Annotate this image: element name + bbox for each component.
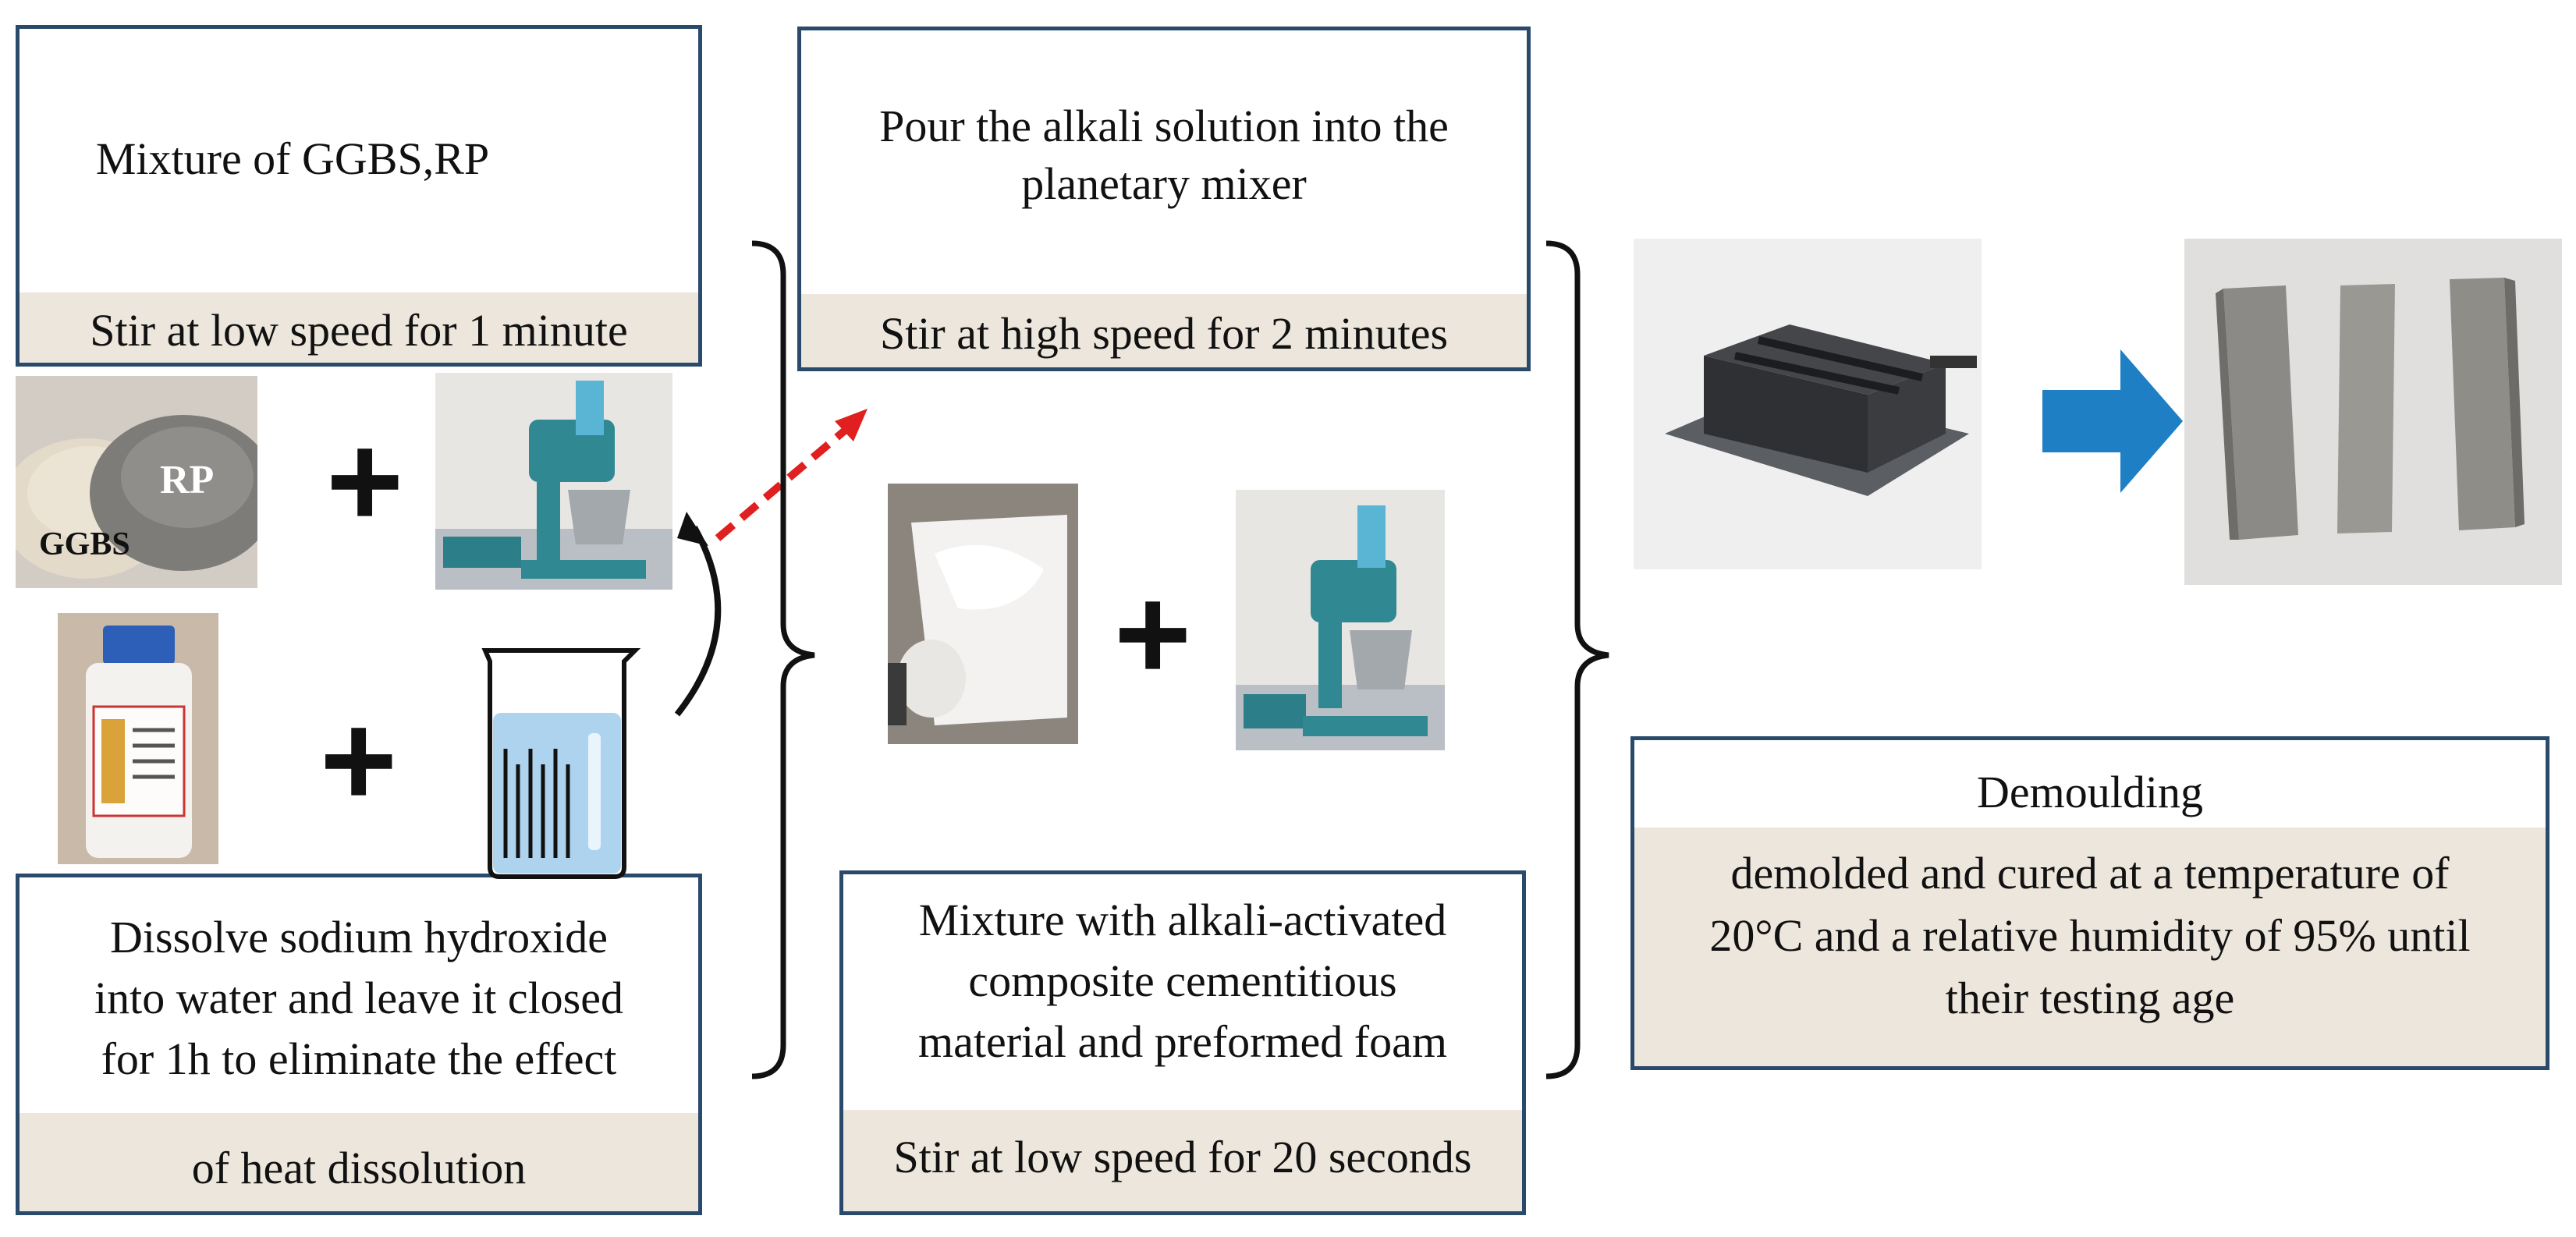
step-action: Stir at high speed for 2 minutes [879, 308, 1449, 359]
step-box-dissolve: Dissolve sodium hydroxide into water and… [16, 874, 702, 1215]
rp-label: RP [160, 458, 215, 502]
ggbs-label: GGBS [39, 526, 130, 562]
specimens-photo [2184, 239, 2562, 585]
blue-arrow [2042, 349, 2183, 493]
water-beaker-icon [471, 640, 644, 883]
step-title-line: into water and leave it closed [94, 973, 624, 1023]
step-title-line: Mixture with alkali-activated [918, 895, 1447, 945]
mixer-photo-2 [1236, 490, 1445, 750]
step-action: of heat dissolution [191, 1143, 527, 1193]
mixer-photo [435, 373, 672, 590]
plus-sign: + [1114, 560, 1192, 708]
step-title: Demoulding [1977, 767, 2203, 817]
step-title: Pour the alkali solution into the planet… [879, 101, 1449, 210]
step-title-line: composite cementitious [968, 955, 1397, 1006]
step-box-powder-mix: Mixture of GGBS,RP Stir at low speed for… [16, 25, 702, 367]
step-title-line: Dissolve sodium hydroxide [110, 912, 608, 962]
dashed-red-arrow [715, 423, 853, 541]
step-action-line: their testing age [1945, 973, 2235, 1023]
step-box-pour-alkali: Pour the alkali solution into the planet… [797, 27, 1531, 371]
step-box-foam-mix: Mixture with alkali-activated composite … [839, 870, 1526, 1215]
step-action: Stir at low speed for 1 minute [90, 305, 628, 356]
powder-photo: RP GGBS [16, 376, 257, 588]
step-box-demoulding: Demoulding demolded and cured at a tempe… [1630, 736, 2549, 1070]
step-title: Mixture of GGBS,RP [95, 133, 490, 184]
mold-photo [1634, 239, 1982, 569]
step-title-line: material and preformed foam [918, 1016, 1447, 1067]
step-title-line: for 1h to eliminate the effect [101, 1033, 617, 1084]
naoh-bottle-photo [58, 613, 218, 864]
dashed-red-arrow-head [835, 409, 868, 441]
curved-arrow-head [677, 512, 708, 546]
step-action-line: demolded and cured at a temperature of [1730, 848, 2450, 899]
step-action-line: 20°C and a relative humidity of 95% unti… [1709, 910, 2471, 961]
bracket-middle [1545, 240, 1609, 1079]
plus-sign: + [320, 686, 398, 835]
foam-photo [888, 484, 1078, 744]
curved-arrow [674, 526, 722, 717]
plus-sign: + [326, 407, 404, 555]
step-action: Stir at low speed for 20 seconds [893, 1132, 1472, 1182]
